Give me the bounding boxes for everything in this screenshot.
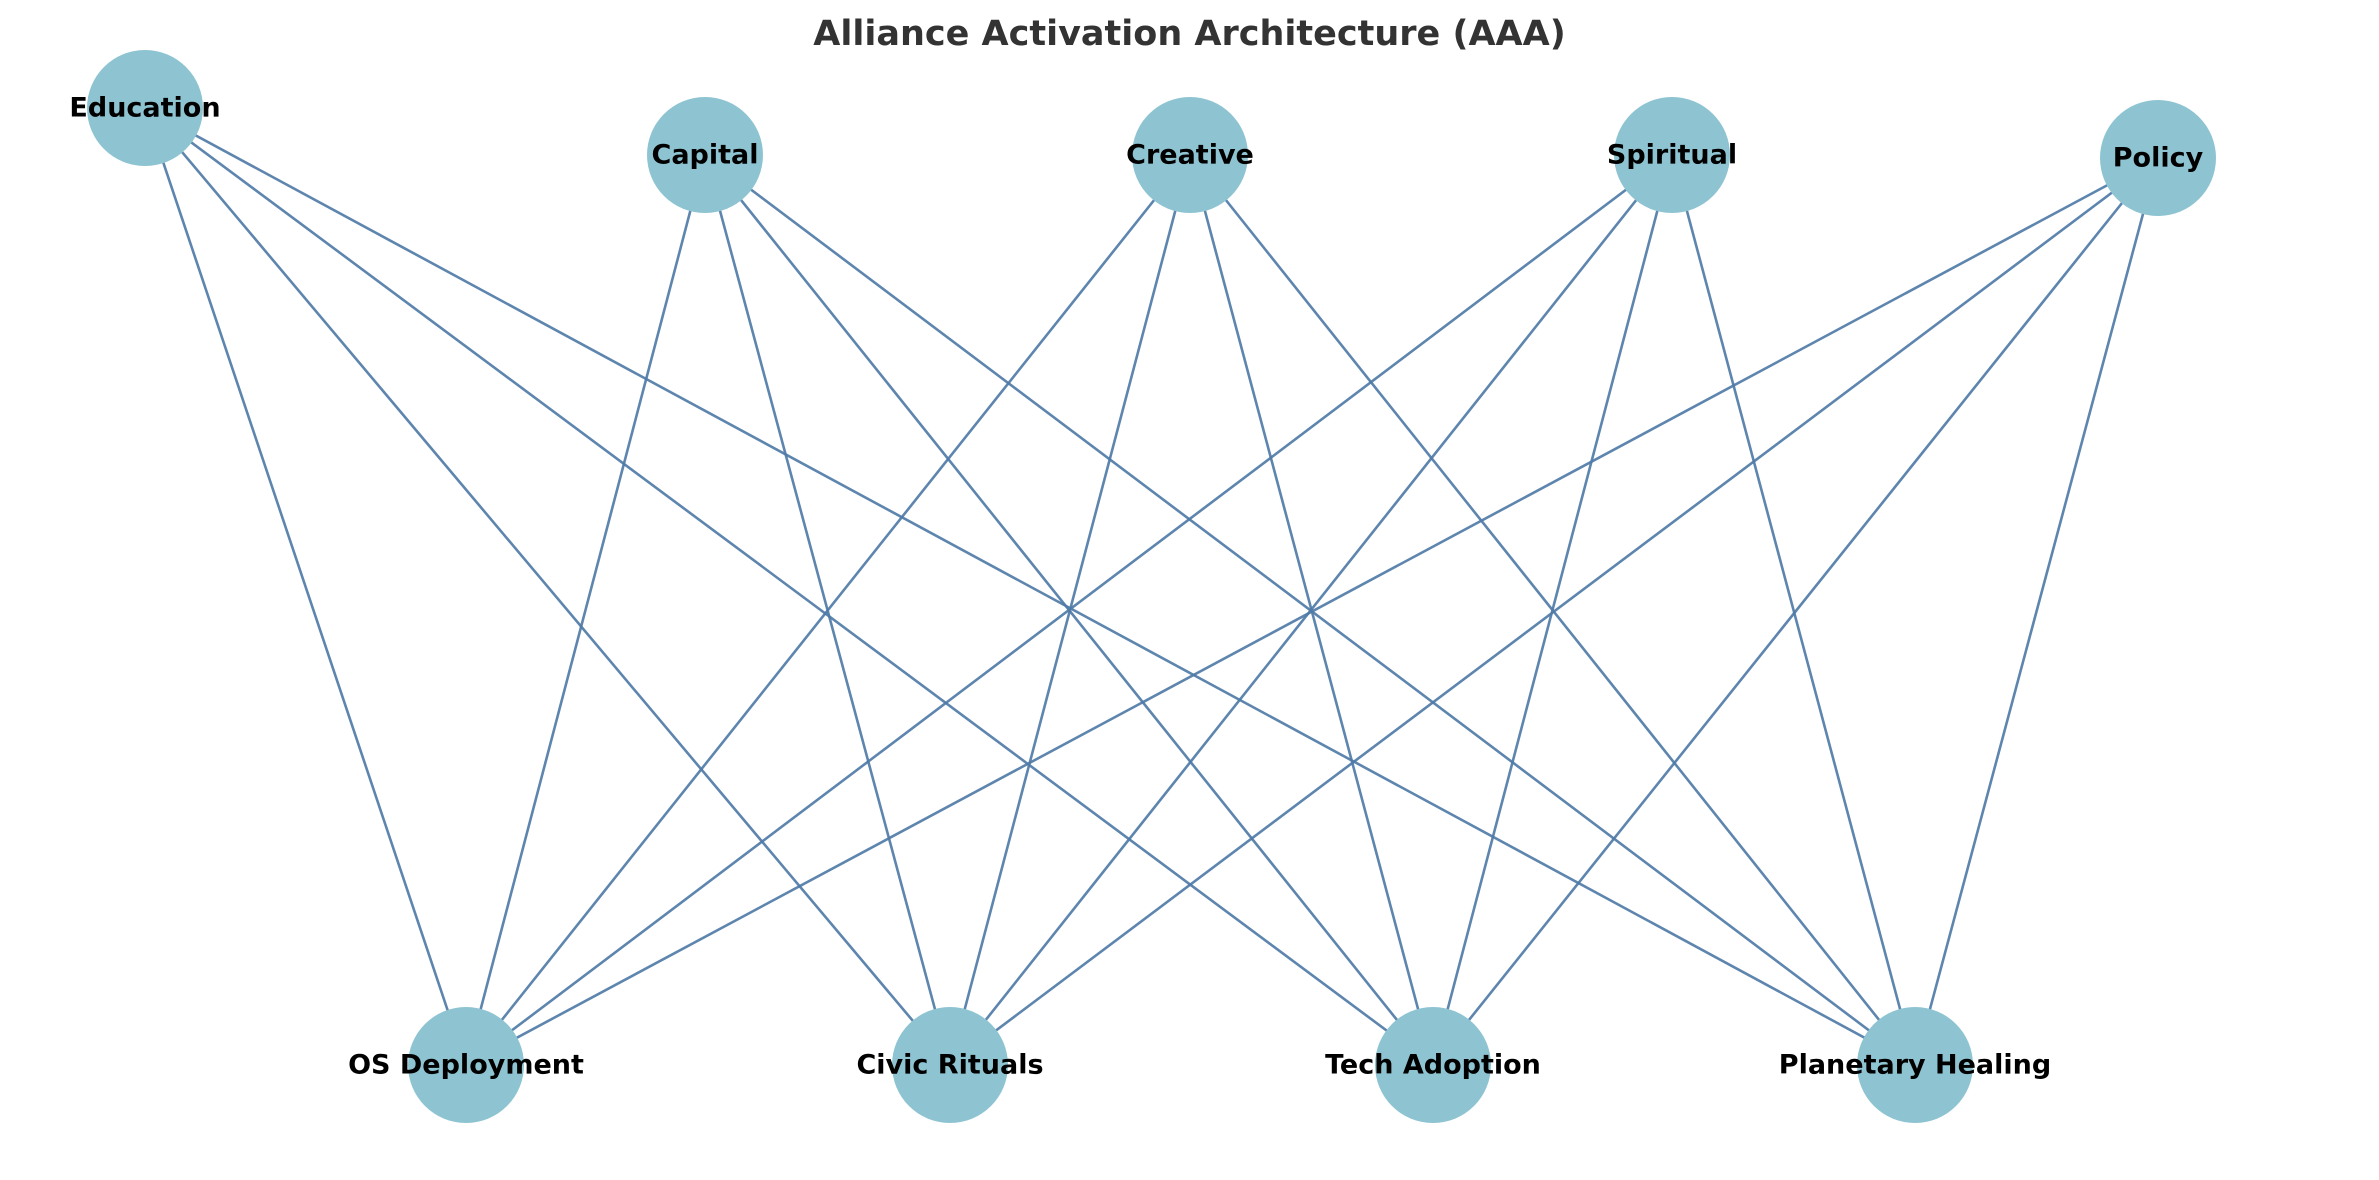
node-creative[interactable]: [1132, 97, 1248, 213]
edge-education-to-os-deployment: [143, 107, 468, 1066]
edge-policy-to-os-deployment: [465, 156, 2159, 1067]
edge-spiritual-to-civic-rituals: [948, 154, 1674, 1066]
edge-capital-to-os-deployment: [464, 154, 707, 1066]
edge-education-to-civic-rituals: [144, 107, 951, 1066]
node-civic-rituals[interactable]: [892, 1007, 1008, 1123]
edge-spiritual-to-tech-adoption: [1431, 154, 1674, 1066]
page-title: Alliance Activation Architecture (AAA): [813, 14, 1566, 54]
edge-spiritual-to-planetary-healing: [1670, 154, 1917, 1066]
edge-creative-to-os-deployment: [464, 154, 1192, 1066]
node-education[interactable]: [87, 50, 203, 166]
node-capital[interactable]: [647, 97, 763, 213]
node-planetary-healing[interactable]: [1857, 1007, 1973, 1123]
edges-group: [143, 106, 2160, 1067]
node-os-deployment[interactable]: [408, 1007, 524, 1123]
node-tech-adoption[interactable]: [1375, 1007, 1491, 1123]
edge-policy-to-civic-rituals: [949, 156, 2159, 1067]
edge-education-to-tech-adoption: [144, 106, 1434, 1067]
node-spiritual[interactable]: [1614, 97, 1730, 213]
node-policy[interactable]: [2100, 100, 2216, 216]
edge-spiritual-to-os-deployment: [465, 153, 1673, 1067]
edge-policy-to-planetary-healing: [1913, 157, 2160, 1066]
nodes-group: [87, 50, 2216, 1123]
edge-education-to-planetary-healing: [144, 106, 1916, 1067]
edge-policy-to-tech-adoption: [1431, 157, 2160, 1066]
